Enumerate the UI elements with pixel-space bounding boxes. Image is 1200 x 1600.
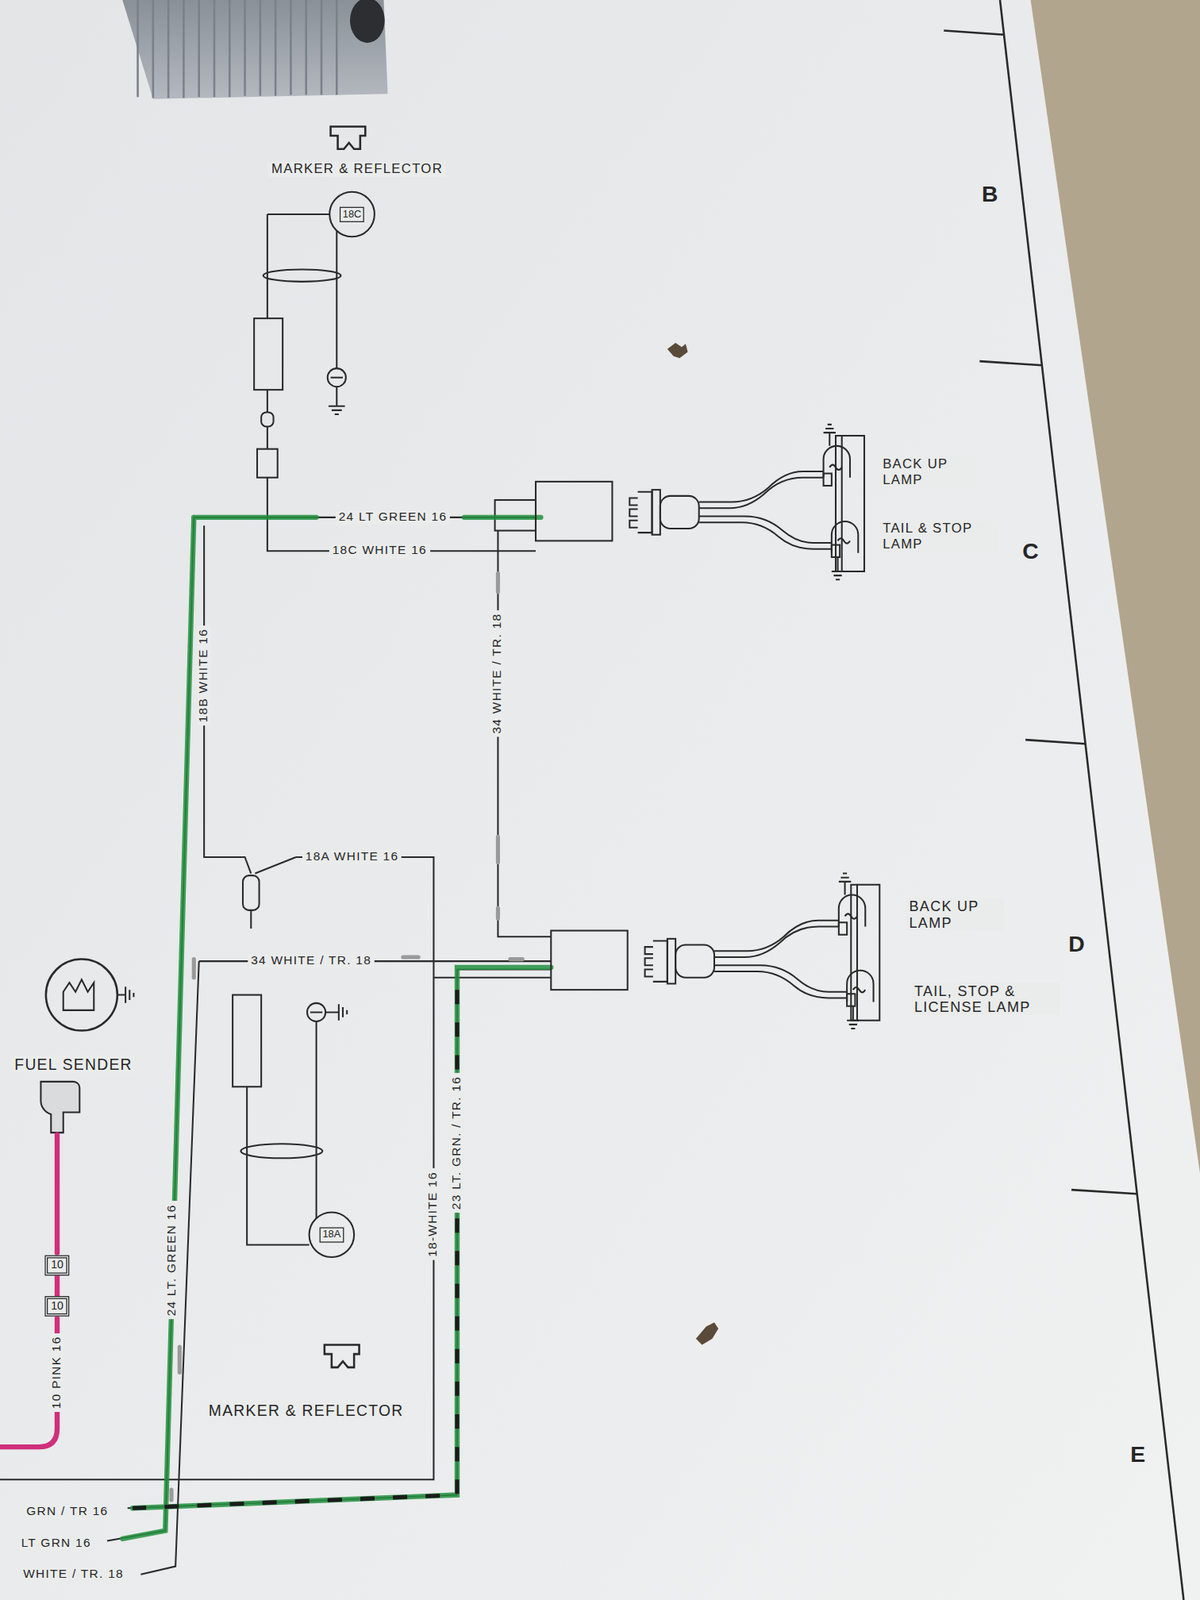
debris-speck <box>696 1322 719 1345</box>
part-label: 18A WHITE 16 <box>302 850 402 865</box>
part-label: TAIL & STOP LAMP <box>879 521 998 552</box>
lamp-id-box: 18C <box>339 207 365 223</box>
part-label: BACK UP LAMP <box>906 897 1004 931</box>
part-label: LT GRN 16 <box>18 1536 95 1551</box>
part-label: FUEL SENDER <box>11 1055 135 1074</box>
wire-label: 10 PINK 16 <box>50 1333 65 1412</box>
wire-label: 23 LT. GRN. / TR. 16 <box>450 1073 465 1213</box>
green-highlight <box>122 517 551 1539</box>
part-label: GRN / TR 16 <box>23 1505 112 1520</box>
node-text: 18C <box>342 207 362 221</box>
wiring-lines <box>0 126 551 1574</box>
grid-letter: E <box>1126 1441 1149 1468</box>
lamp-assembly <box>535 424 865 580</box>
wire-label: 34 WHITE / TR. 18 <box>491 610 506 738</box>
grid-letter: C <box>1019 538 1042 565</box>
debris-speck <box>667 342 689 358</box>
tracer-dashes <box>132 989 458 1508</box>
wire-connector <box>54 1275 60 1297</box>
part-label: TAIL, STOP & LICENSE LAMP <box>911 982 1061 1016</box>
gray-block <box>122 0 388 100</box>
connector-number-box: 10 <box>44 1296 70 1316</box>
grid-letter: B <box>978 180 1001 208</box>
part-label: MARKER & REFLECTOR <box>205 1401 407 1420</box>
pencil-marks <box>171 573 523 1500</box>
lamp-assembly <box>550 873 880 1029</box>
wire-label: 24 LT. GREEN 16 <box>165 1201 180 1320</box>
node-text: 18A <box>322 1228 341 1242</box>
wire-label: 18-WHITE 16 <box>426 1168 442 1260</box>
lamp-id-box: 18A <box>319 1226 345 1243</box>
wire-label: 18B WHITE 16 <box>196 625 212 726</box>
part-label: MARKER & REFLECTOR <box>268 161 447 177</box>
part-label: WHITE / TR. 18 <box>19 1567 127 1582</box>
pink-wire <box>0 1134 58 1447</box>
part-label: 24 LT GREEN 16 <box>335 510 450 525</box>
page-frame <box>943 0 1184 1600</box>
node-text: 10 <box>50 1257 64 1273</box>
part-label: 18C WHITE 16 <box>329 543 431 558</box>
part-label: BACK UP LAMP <box>879 457 977 488</box>
part-label: 34 WHITE / TR. 18 <box>247 953 375 969</box>
connector-number-box: 10 <box>44 1255 70 1276</box>
node-text: 10 <box>50 1299 64 1314</box>
grid-letter: D <box>1065 930 1088 958</box>
